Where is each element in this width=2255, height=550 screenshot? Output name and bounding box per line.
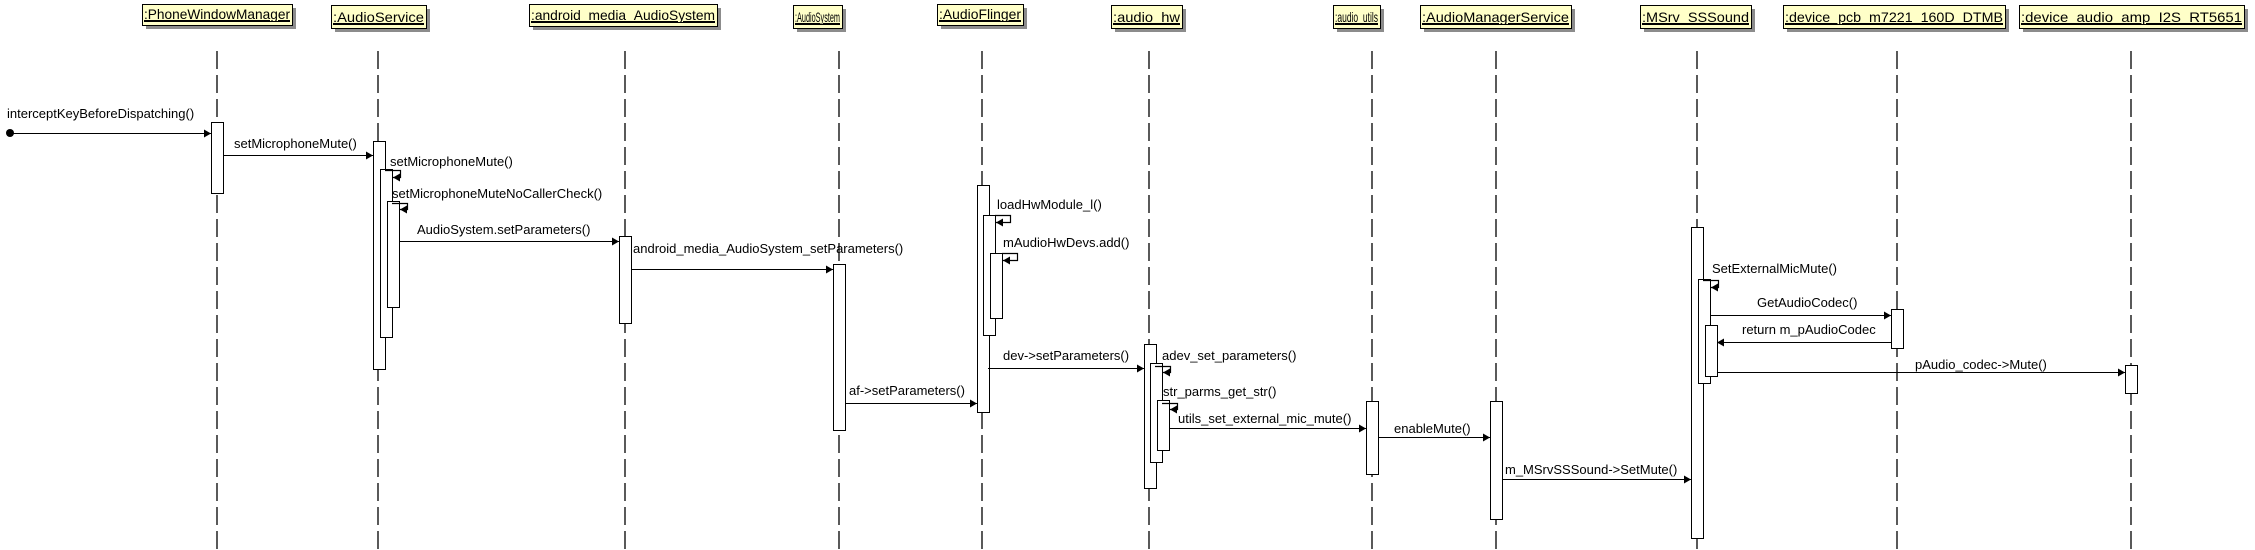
- message-self[interactable]: adev_set_parameters(): [1155, 348, 1296, 377]
- lifeline-header-as[interactable]: :AudioService: [331, 5, 431, 33]
- message-self[interactable]: setMicrophoneMuteNoCallerCheck(): [392, 186, 602, 214]
- self-message-arrow: [385, 169, 402, 182]
- activation-bar-amas: [619, 236, 632, 324]
- lifeline-headers: :PhoneWindowManager :AudioService :android…: [142, 4, 2249, 33]
- activation-bar-ms: [1705, 325, 1718, 377]
- self-message-arrow: [995, 214, 1012, 227]
- self-message-arrow: [392, 202, 409, 214]
- header-box: [1333, 5, 1381, 29]
- lifeline-header-asys[interactable]: :AudioSystem: [793, 5, 847, 33]
- message-call[interactable]: enableMute(): [1378, 421, 1490, 442]
- activations: [211, 122, 2138, 539]
- message-self[interactable]: SetExternalMicMute(): [1703, 261, 1837, 292]
- lifeline-label: :device_audio_amp_I2S_RT5651: [2021, 9, 2242, 25]
- lifeline-header-ms[interactable]: :MSrv_SSSound: [1640, 5, 1756, 33]
- activation-bar-amp: [2125, 365, 2138, 394]
- message-label: setMicrophoneMute(): [234, 136, 357, 151]
- header-box: [937, 4, 1024, 26]
- activation-bar-asys: [833, 264, 846, 431]
- activation-bar-pcb: [1891, 309, 1904, 349]
- message-label: str_parms_get_str(): [1163, 384, 1276, 399]
- message-label: pAudio_codec->Mute(): [1915, 357, 2047, 372]
- self-message-arrow: [1155, 365, 1172, 377]
- lifeline-header-hw[interactable]: :audio_hw: [1111, 5, 1187, 33]
- message-label: loadHwModule_l(): [997, 197, 1102, 212]
- lifeline-header-amp[interactable]: :device_audio_amp_I2S_RT5651: [2019, 5, 2249, 33]
- lifeline-label: :AudioSystem: [795, 9, 840, 25]
- message-label: interceptKeyBeforeDispatching(): [7, 106, 194, 121]
- lifeline-label: :MSrv_SSSound: [1642, 9, 1749, 25]
- message-label: m_MSrvSSSound->SetMute(): [1505, 462, 1677, 477]
- activation-bar-au: [1366, 401, 1379, 475]
- message-label: adev_set_parameters(): [1162, 348, 1296, 363]
- message-call[interactable]: pAudio_codec->Mute(): [1717, 357, 2125, 377]
- message-call[interactable]: af->setParameters(): [845, 383, 977, 408]
- message-label: GetAudioCodec(): [1757, 295, 1857, 310]
- message-call[interactable]: dev->setParameters(): [988, 348, 1144, 373]
- messages: interceptKeyBeforeDispatching() setMicrop…: [6, 106, 2125, 484]
- lifeline-label: :device_pcb_m7221_160D_DTMB: [1785, 9, 2003, 25]
- message-label: SetExternalMicMute(): [1712, 261, 1837, 276]
- message-return[interactable]: return m_pAudioCodec: [1717, 322, 1891, 347]
- activation-bar-pwm: [211, 122, 224, 194]
- message-call[interactable]: GetAudioCodec(): [1710, 295, 1891, 320]
- activation-bar-as: [387, 201, 400, 308]
- lifeline-header-af[interactable]: :AudioFlinger: [937, 4, 1028, 30]
- message-call[interactable]: AudioSystem.setParameters(): [399, 222, 619, 246]
- header-box: [1111, 5, 1183, 29]
- header-box: [793, 5, 843, 29]
- self-message-arrow: [1162, 402, 1179, 414]
- message-call[interactable]: m_MSrvSSSound->SetMute(): [1502, 462, 1691, 484]
- message-label: AudioSystem.setParameters(): [417, 222, 590, 237]
- lifeline-label: :audio_utils: [1335, 9, 1378, 25]
- message-call[interactable]: android_media_AudioSystem_setParameters(…: [631, 241, 903, 274]
- lifeline-label: :audio_hw: [1113, 9, 1181, 25]
- lifeline-header-pcb[interactable]: :device_pcb_m7221_160D_DTMB: [1783, 5, 2010, 33]
- message-label: enableMute(): [1394, 421, 1471, 436]
- message-self[interactable]: setMicrophoneMute(): [385, 154, 513, 182]
- message-label: mAudioHwDevs.add(): [1003, 235, 1129, 250]
- activation-bar-hw: [1157, 400, 1170, 451]
- self-message-arrow: [1703, 279, 1720, 292]
- message-label: af->setParameters(): [849, 383, 965, 398]
- message-call[interactable]: utils_set_external_mic_mute(): [1169, 411, 1366, 433]
- lifeline-header-au[interactable]: :audio_utils: [1333, 5, 1385, 33]
- lifeline-header-pwm[interactable]: :PhoneWindowManager: [142, 4, 297, 30]
- self-message-arrow: [1002, 252, 1019, 265]
- lifeline-label: :AudioService: [333, 9, 424, 25]
- message-label: return m_pAudioCodec: [1742, 322, 1876, 337]
- header-box: [1420, 5, 1572, 29]
- header-box: [1640, 5, 1752, 29]
- header-box: [529, 4, 718, 27]
- message-label: utils_set_external_mic_mute(): [1178, 411, 1351, 426]
- message-self[interactable]: mAudioHwDevs.add(): [1002, 235, 1129, 265]
- lifeline-label: :PhoneWindowManager: [144, 6, 290, 22]
- activation-bar-ams: [1490, 401, 1503, 520]
- message-call[interactable]: setMicrophoneMute(): [223, 136, 373, 160]
- header-box: [1783, 5, 2006, 29]
- message-label: android_media_AudioSystem_setParameters(…: [633, 241, 903, 256]
- lifeline-header-ams[interactable]: :AudioManagerService: [1420, 5, 1576, 33]
- message-label: setMicrophoneMuteNoCallerCheck(): [392, 186, 602, 201]
- message-self[interactable]: str_parms_get_str(): [1162, 384, 1276, 414]
- message-label: setMicrophoneMute(): [390, 154, 513, 169]
- header-box: [331, 5, 427, 29]
- message-label: dev->setParameters(): [1003, 348, 1129, 363]
- message-found[interactable]: interceptKeyBeforeDispatching(): [6, 106, 211, 138]
- lifeline-label: :AudioManagerService: [1422, 9, 1569, 25]
- message-self[interactable]: loadHwModule_l(): [995, 197, 1102, 227]
- lifeline-label: :android_media_AudioSystem: [531, 7, 715, 23]
- lifeline-header-amas[interactable]: :android_media_AudioSystem: [529, 4, 722, 31]
- lifeline-label: :AudioFlinger: [939, 6, 1021, 22]
- header-box: [2019, 5, 2245, 29]
- header-box: [142, 4, 293, 26]
- activation-bar-af: [990, 253, 1003, 319]
